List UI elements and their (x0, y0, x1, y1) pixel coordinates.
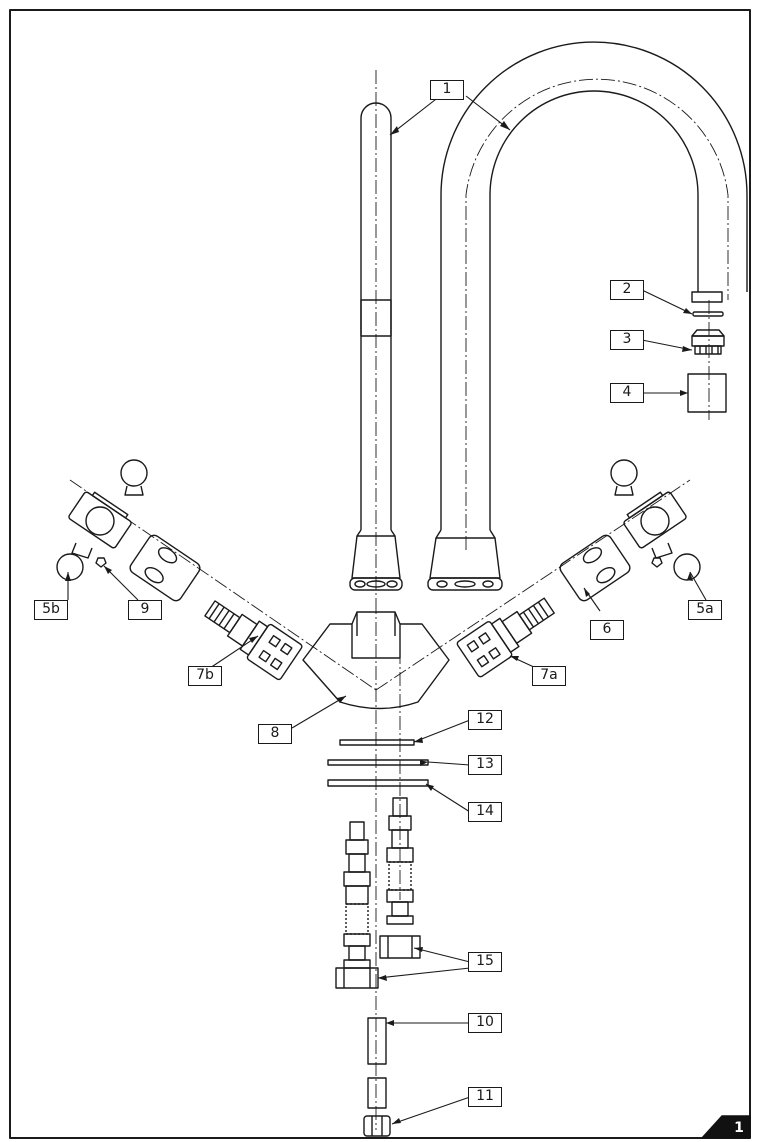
label-5a: 5a (688, 600, 722, 620)
label-6: 6 (590, 620, 624, 640)
label-11: 11 (468, 1087, 502, 1107)
label-12: 12 (468, 710, 502, 730)
cartridge-7b (204, 600, 303, 681)
label-8: 8 (258, 724, 292, 744)
gooseneck-spout (427, 41, 748, 591)
handle-5a (610, 459, 701, 581)
label-1: 1 (430, 80, 464, 100)
sleeve-part-4 (687, 373, 727, 413)
page-number: 1 (734, 1120, 744, 1136)
page-border (9, 9, 751, 1139)
label-14: 14 (468, 802, 502, 822)
label-13: 13 (468, 755, 502, 775)
leader-lines (67, 95, 707, 1125)
handle-5b (56, 459, 148, 581)
arrowheads (65, 121, 693, 1124)
page-number-tab (701, 1115, 751, 1139)
aerator-part-3 (691, 329, 725, 355)
label-4: 4 (610, 383, 644, 403)
label-2: 2 (610, 280, 644, 300)
label-7a: 7a (532, 666, 566, 686)
nut-part-11 (363, 1115, 391, 1137)
cap-part-6 (559, 534, 631, 602)
label-10: 10 (468, 1013, 502, 1033)
centerlines (69, 70, 729, 1130)
cartridge-7a (456, 597, 555, 678)
label-5b: 5b (34, 600, 68, 620)
label-7b: 7b (188, 666, 222, 686)
flex-hose-right (379, 797, 421, 959)
valve-body-part-8 (302, 611, 450, 710)
label-9: 9 (128, 600, 162, 620)
cap-left (129, 534, 201, 602)
rod-part-10 (367, 1017, 387, 1109)
label-15: 15 (468, 952, 502, 972)
label-3: 3 (610, 330, 644, 350)
flex-hose-left (335, 821, 379, 989)
washer-part-14 (327, 779, 429, 787)
washer-part-13 (327, 759, 429, 766)
straight-spout (349, 102, 403, 591)
washer-part-12 (339, 739, 415, 746)
washer-part-2 (692, 311, 724, 317)
screw-part-9 (95, 557, 107, 568)
